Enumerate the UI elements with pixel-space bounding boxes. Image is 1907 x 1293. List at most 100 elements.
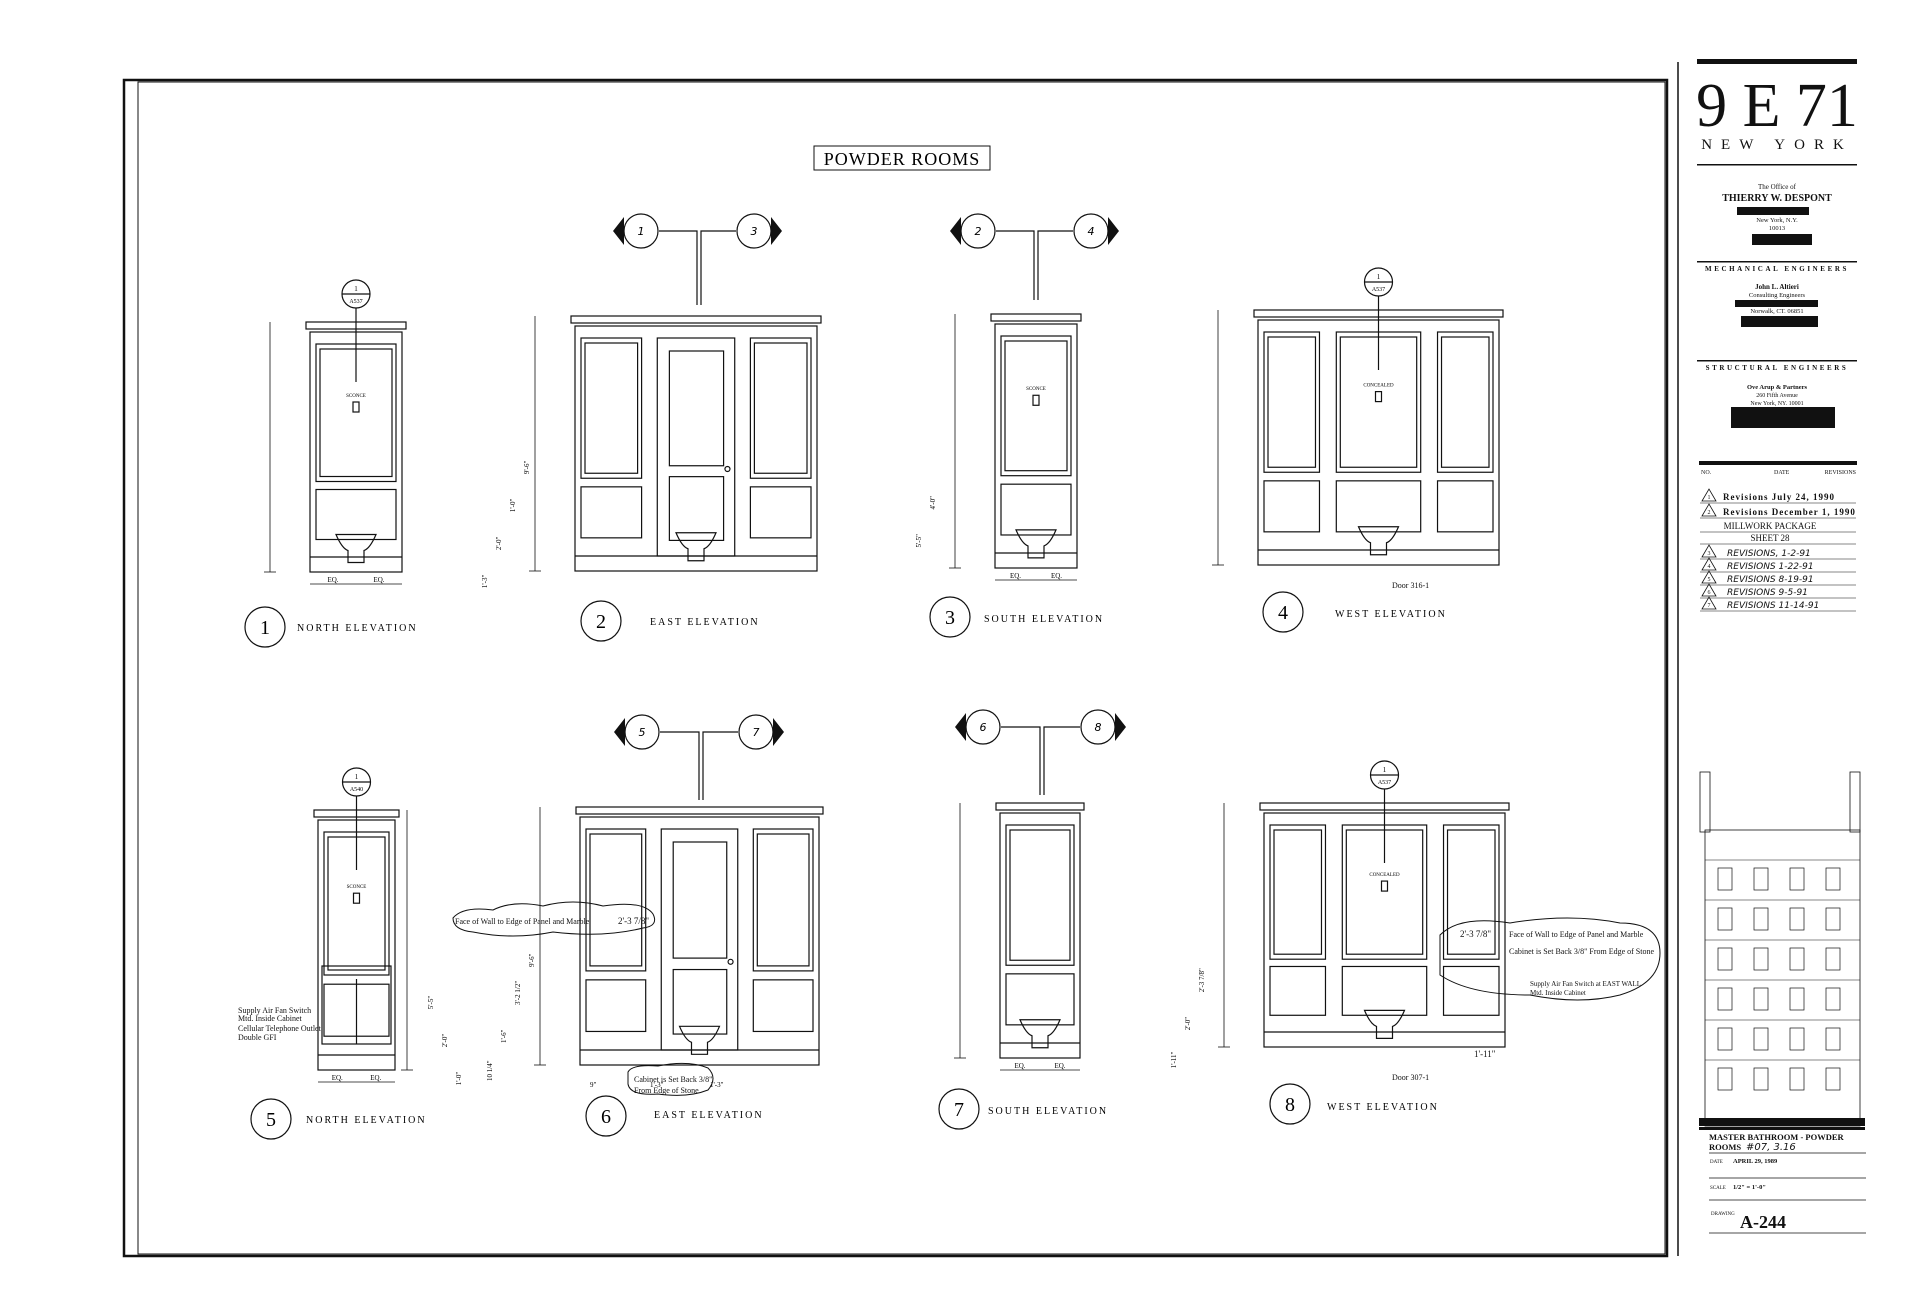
struct-heading: STRUCTURAL ENGINEERS <box>1706 364 1849 372</box>
ref-sheet: A540 <box>350 787 363 793</box>
eq-label: EQ. <box>332 1074 343 1082</box>
eq-label: EQ. <box>1010 572 1021 580</box>
mech-name: John L. Altieri <box>1755 283 1799 291</box>
fixture-label: SCONCE <box>347 885 367 890</box>
elevation-label: NORTH ELEVATION <box>297 623 418 634</box>
drawing-title-handwritten: #07, 3.16 <box>1746 1142 1796 1153</box>
wall-panel-frame <box>994 323 1078 569</box>
sink-basin <box>335 533 377 564</box>
revision-number: 6 <box>1708 590 1711 596</box>
elevation-number-bubble <box>1269 1083 1311 1125</box>
struct-city: New York, NY. 10001 <box>1750 401 1803 407</box>
note-5-3: Cellular Telephone Outlet <box>238 1024 322 1033</box>
elevation-number-bubble <box>585 1095 627 1137</box>
window <box>1717 1067 1733 1091</box>
note-5-1: Supply Air Fan Switch <box>238 1006 311 1015</box>
office-pre: The Office of <box>1758 183 1797 191</box>
scale-label: SCALE <box>1710 1186 1726 1191</box>
note-8-dim-c: 1'-11" <box>1474 1049 1496 1059</box>
elevation-number-bubble <box>1262 591 1304 633</box>
elevation-label: SOUTH ELEVATION <box>984 614 1104 625</box>
upper-panel <box>1436 331 1494 473</box>
elevation-number: 7 <box>954 1099 964 1121</box>
door <box>656 337 736 557</box>
ref-sheet: A537 <box>1378 780 1391 786</box>
dimension-label: 10 1/4" <box>486 1060 494 1081</box>
dimension-label: 2'-0" <box>441 1034 449 1048</box>
section-marker-number: 4 <box>1088 225 1095 238</box>
elevation-label: EAST ELEVATION <box>654 1110 764 1121</box>
elevation-number: 2 <box>596 611 606 633</box>
note-8-2: Cabinet is Set Back 3/8" From Edge of St… <box>1509 947 1654 956</box>
sconce-icon <box>1032 394 1040 406</box>
dimension-label: 1'-3" <box>481 575 489 589</box>
dimension-label: 2'-3 7/8" <box>1198 968 1206 992</box>
drawing-number: A-244 <box>1740 1212 1786 1232</box>
drawing-label: DRAWING <box>1711 1212 1735 1217</box>
arrow-icon <box>614 718 625 746</box>
elevation-number: 8 <box>1285 1094 1295 1116</box>
revision-number: 2 <box>1708 510 1711 516</box>
window <box>1825 1027 1841 1051</box>
ref-sheet: A537 <box>349 299 362 305</box>
window <box>1789 947 1805 971</box>
dimension-label: 1'-6" <box>500 1029 508 1043</box>
note-8-dim-a: 2'-3 7/8" <box>1460 929 1491 939</box>
architect-zip: 10013 <box>1769 225 1785 232</box>
sink-basin <box>675 532 717 562</box>
window <box>1753 987 1769 1011</box>
ref-number: 1 <box>1383 766 1387 774</box>
dimension-label: 3'-2 1/2" <box>514 981 522 1005</box>
revision-number: 1 <box>1708 495 1711 501</box>
ref-number: 1 <box>355 773 359 781</box>
dimension-label: 9" <box>590 1081 597 1089</box>
window <box>1789 987 1805 1011</box>
fixture-label: SCONCE <box>1026 387 1046 392</box>
revision-entry: SHEET 28 <box>1750 533 1790 543</box>
elevation-label: WEST ELEVATION <box>1335 609 1447 620</box>
lower-panel <box>1436 480 1494 533</box>
lower-panel <box>1269 965 1327 1016</box>
note-5-2: Mtd. Inside Cabinet <box>238 1014 303 1023</box>
ref-number: 1 <box>354 285 358 293</box>
window <box>1753 1067 1769 1091</box>
arrow-icon <box>771 217 782 245</box>
upper-panel <box>580 337 643 479</box>
dimension-label: 9'-6" <box>528 953 536 967</box>
lower-panel <box>752 979 814 1033</box>
dimension-label: 4'-0" <box>929 496 937 510</box>
redaction <box>1731 407 1835 428</box>
sheet-border-outer <box>122 78 1669 1258</box>
cornice <box>570 315 822 324</box>
dimension-label: 1'-0" <box>509 499 517 513</box>
eq-label: EQ. <box>1054 1062 1065 1070</box>
revision-delta-icon <box>1701 557 1717 571</box>
section-marker-number: 7 <box>753 726 760 739</box>
window <box>1825 907 1841 931</box>
sink-basin <box>678 1025 721 1055</box>
window <box>1753 1027 1769 1051</box>
sink-basin <box>1015 529 1057 559</box>
lower-panel <box>585 979 647 1033</box>
wall-panel-frame <box>579 816 820 1066</box>
revision-entry: Revisions July 24, 1990 <box>1723 492 1835 502</box>
architect-city: New York, N.Y. <box>1756 217 1798 224</box>
project-number: 9 E 71 <box>1696 72 1858 140</box>
note-8-3: Supply Air Fan Switch at EAST WALL <box>1530 980 1641 988</box>
title-block: 9 E 71 NEW YORK The Office of THIERRY W.… <box>1696 59 1866 1234</box>
struct-name: Ove Arup & Partners <box>1747 384 1808 391</box>
sconce-icon <box>1380 880 1389 892</box>
revision-delta-icon <box>1701 596 1717 610</box>
lower-panel <box>749 486 812 539</box>
section-marker-number: 2 <box>975 225 982 238</box>
arrow-icon <box>950 217 961 245</box>
revision-entry: Revisions December 1, 1990 <box>1723 507 1856 517</box>
rev-header-date: DATE <box>1774 470 1790 476</box>
note-6-1: Face of Wall to Edge of Panel and Marble <box>455 917 590 926</box>
lower-panel <box>315 488 397 541</box>
